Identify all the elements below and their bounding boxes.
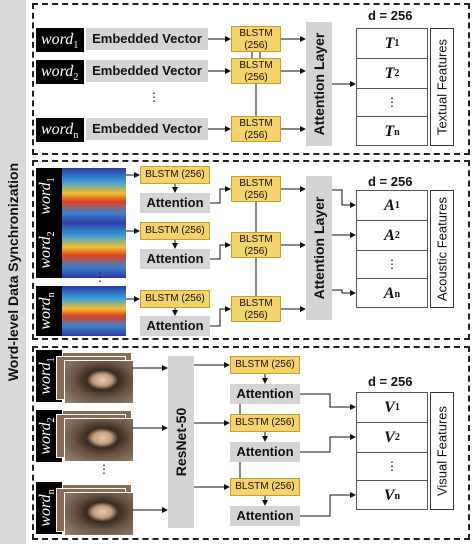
- resnet-block: ResNet-50: [168, 356, 194, 528]
- text-word-n: wordn: [36, 118, 84, 142]
- side-bar: Word-level Data Synchronization: [0, 0, 26, 544]
- textual-side-label: Textual Features: [430, 28, 454, 146]
- acoustic-panel: [32, 160, 470, 340]
- visual-ellipsis: ⋮: [98, 462, 110, 476]
- embedded-vector-2: Embedded Vector: [86, 60, 208, 82]
- acoustic-attention-n: Attention: [140, 316, 210, 336]
- visual-blstm-n: BLSTM (256): [230, 478, 300, 496]
- acoustic-side-label: Acoustic Features: [430, 190, 454, 308]
- text-word-2: word2: [36, 60, 84, 84]
- acoustic-feature-ellipsis: ⋮: [357, 251, 427, 279]
- acoustic-word-n: wordn: [36, 286, 62, 336]
- text-blstm-n: BLSTM (256): [231, 116, 281, 142]
- side-label: Word-level Data Synchronization: [5, 162, 21, 382]
- acoustic-attention-2: Attention: [140, 249, 210, 269]
- acoustic-attention-layer: Attention Layer: [306, 176, 332, 320]
- text-blstm-1: BLSTM (256): [231, 26, 281, 52]
- visual-blstm-2: BLSTM (256): [230, 414, 300, 432]
- text-word-1: word1: [36, 28, 84, 52]
- spectrogram-n: [62, 286, 126, 336]
- acoustic-blstm2-2: BLSTM (256): [231, 232, 281, 258]
- text-ellipsis: ⋮: [148, 90, 160, 104]
- video-frame-1c: [64, 360, 134, 404]
- acoustic-attention-1: Attention: [140, 193, 210, 213]
- video-frame-nc: [64, 492, 134, 536]
- acoustic-word-2: word2: [36, 222, 62, 278]
- embedded-vector-1: Embedded Vector: [86, 28, 208, 50]
- text-attention-layer: Attention Layer: [306, 22, 332, 146]
- visual-panel: [32, 346, 470, 540]
- visual-attention-n: Attention: [230, 506, 300, 526]
- text-blstm-2: BLSTM (256): [231, 58, 281, 84]
- acoustic-blstm2-n: BLSTM (256): [231, 296, 281, 322]
- acoustic-word-1: word1: [36, 168, 62, 224]
- visual-attention-2: Attention: [230, 442, 300, 462]
- acoustic-ellipsis: ⋮: [94, 270, 106, 284]
- textual-feature-ellipsis: ⋮: [357, 89, 427, 117]
- spectrogram-2: [62, 222, 126, 278]
- visual-blstm-1: BLSTM (256): [230, 356, 300, 374]
- textual-panel: [32, 3, 470, 155]
- visual-dim-label: d = 256: [368, 374, 413, 389]
- visual-feature-ellipsis: ⋮: [357, 453, 427, 481]
- acoustic-blstm-n: BLSTM (256): [140, 290, 210, 308]
- embedded-vector-n: Embedded Vector: [86, 118, 208, 140]
- text-dim-label: d = 256: [368, 8, 413, 23]
- acoustic-blstm2-1: BLSTM (256): [231, 176, 281, 202]
- visual-side-label: Visual Features: [430, 392, 454, 510]
- visual-attention-1: Attention: [230, 384, 300, 404]
- acoustic-blstm-2: BLSTM (256): [140, 222, 210, 240]
- spectrogram-1: [62, 168, 126, 224]
- video-frame-2c: [64, 418, 134, 462]
- acoustic-dim-label: d = 256: [368, 174, 413, 189]
- acoustic-blstm-1: BLSTM (256): [140, 166, 210, 184]
